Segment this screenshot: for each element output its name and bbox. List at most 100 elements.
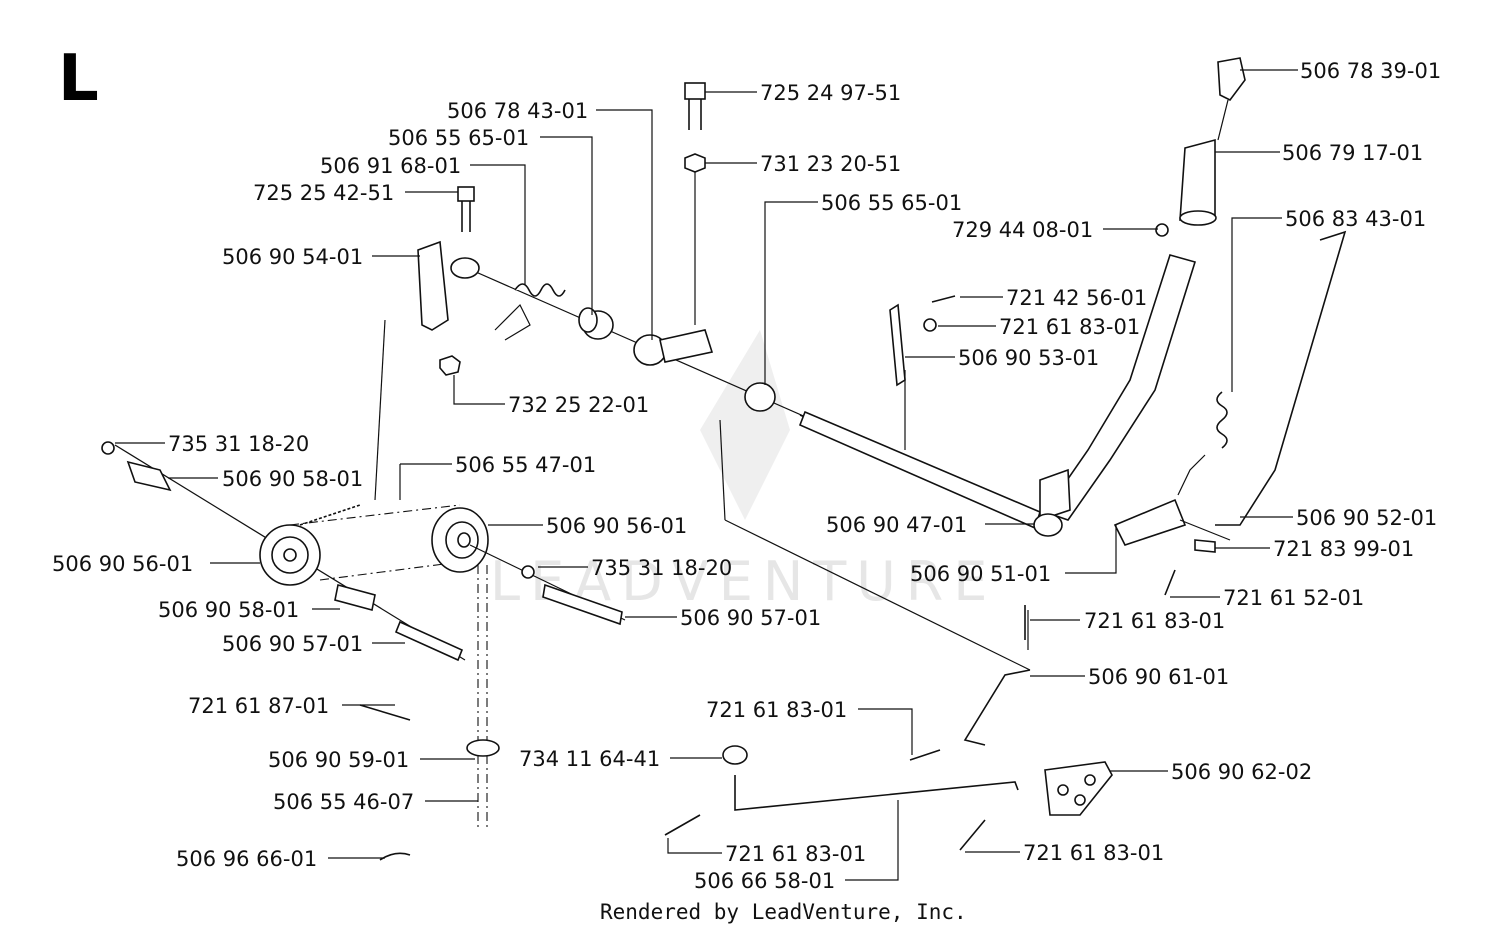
- plate-part: [889, 303, 906, 387]
- part-label: 725 25 42-51: [253, 181, 394, 205]
- footer-credit: Rendered by LeadVenture, Inc.: [600, 900, 967, 924]
- pulley-hub-part: [283, 548, 297, 562]
- extension-spring-part: [1216, 391, 1228, 449]
- spacer-part: [126, 460, 172, 492]
- clevis-pin-part: [1194, 539, 1216, 553]
- collar-part: [466, 739, 500, 757]
- part-label: 721 61 52-01: [1223, 586, 1364, 610]
- leader-line: [858, 708, 913, 755]
- leader-line: [667, 838, 722, 854]
- washer-part: [722, 745, 748, 765]
- grip-end-part: [1179, 210, 1217, 226]
- part-label: 721 61 83-01: [1084, 609, 1225, 633]
- pulley-hub-part: [457, 532, 471, 548]
- leader-line: [845, 800, 899, 881]
- cotter-pin-part: [664, 814, 701, 836]
- link-axis-line: [719, 419, 726, 521]
- mount-plate-part: [1044, 761, 1113, 816]
- belt-part: [289, 504, 476, 581]
- part-label: 734 11 64-41: [519, 747, 660, 771]
- cotter-pin-part: [909, 749, 941, 761]
- screw-part: [1155, 223, 1169, 237]
- control-rod-part: [1215, 230, 1347, 526]
- part-label: 506 90 57-01: [680, 606, 821, 630]
- part-label: 506 90 47-01: [826, 513, 967, 537]
- part-label: 506 78 43-01: [447, 99, 588, 123]
- part-label: 721 61 83-01: [706, 698, 847, 722]
- link-bracket-part: [1113, 498, 1187, 546]
- part-drawings: [101, 57, 1347, 861]
- part-label: 506 55 65-01: [388, 126, 529, 150]
- part-label: 721 42 56-01: [1006, 286, 1147, 310]
- part-label: 506 90 57-01: [222, 632, 363, 656]
- part-label: 506 90 56-01: [546, 514, 687, 538]
- arm-part: [659, 329, 714, 363]
- retainer-part: [521, 565, 535, 579]
- part-label: 725 24 97-51: [760, 81, 901, 105]
- part-label: 506 55 46-07: [273, 790, 414, 814]
- part-label: 506 90 61-01: [1088, 665, 1229, 689]
- part-label: 506 90 54-01: [222, 245, 363, 269]
- part-label: 732 25 22-01: [508, 393, 649, 417]
- link-axis-line: [1179, 519, 1231, 541]
- part-labels: 506 78 39-01 725 24 97-51 506 78 43-01 5…: [52, 59, 1441, 893]
- nut-part: [439, 355, 461, 376]
- spring-hook-line: [1177, 454, 1206, 496]
- cotter-pin-part: [1164, 569, 1176, 596]
- part-label: 506 66 58-01: [694, 869, 835, 893]
- part-label: 731 23 20-51: [760, 152, 901, 176]
- part-label: 506 90 56-01: [52, 552, 193, 576]
- axle-pin-part: [542, 583, 623, 626]
- clip-part: [923, 318, 937, 332]
- part-label: 721 61 83-01: [1023, 841, 1164, 865]
- leader-line: [470, 164, 526, 285]
- link-axis-line: [724, 519, 1031, 671]
- cross-shaft-body: [798, 410, 1041, 530]
- part-label: 721 61 87-01: [188, 694, 329, 718]
- axle-pin-part: [394, 620, 464, 662]
- knob-part: [1217, 57, 1246, 102]
- torsion-spring-part: [514, 283, 566, 297]
- retainer-clip-part: [379, 852, 411, 861]
- spacer-part: [334, 584, 376, 611]
- part-label: 721 83 99-01: [1273, 537, 1414, 561]
- bolt-head-part: [457, 186, 475, 202]
- part-label: 506 79 17-01: [1282, 141, 1423, 165]
- part-label: 506 96 66-01: [176, 847, 317, 871]
- part-label: 506 55 47-01: [455, 453, 596, 477]
- bushing-face-part: [578, 307, 598, 333]
- spring-leg-part: [494, 303, 531, 341]
- handle-grip-part: [1179, 138, 1216, 221]
- long-rod-part: [734, 775, 1019, 811]
- bolt-head-part: [684, 82, 706, 100]
- nut-part: [684, 153, 706, 173]
- bracket-part: [417, 240, 449, 331]
- knob-axis-line: [1217, 99, 1229, 141]
- plate-hole: [1084, 774, 1096, 786]
- leader-line: [540, 136, 593, 315]
- part-label: 735 31 18-20: [591, 556, 732, 580]
- lever-plate-part: [1039, 468, 1071, 522]
- section-letter: L: [58, 42, 99, 116]
- part-label: 506 91 68-01: [320, 154, 461, 178]
- leader-line: [764, 201, 818, 385]
- pin-part: [931, 295, 956, 303]
- part-label: 729 44 08-01: [952, 218, 1093, 242]
- leader-line: [453, 375, 505, 405]
- part-label: 506 90 58-01: [158, 598, 299, 622]
- part-label: 506 83 43-01: [1285, 207, 1426, 231]
- rod-part: [963, 669, 1031, 746]
- cotter-pin-part: [359, 704, 411, 721]
- leader-axis-line: [374, 319, 386, 501]
- part-label: 506 90 58-01: [222, 467, 363, 491]
- cotter-pin-part: [959, 819, 986, 851]
- leader-line: [1065, 525, 1117, 574]
- plate-hole: [1057, 784, 1069, 796]
- part-label: 506 90 53-01: [958, 346, 1099, 370]
- leader-lines: [115, 69, 1298, 881]
- plate-hole: [1074, 794, 1086, 806]
- part-label: 735 31 18-20: [168, 432, 309, 456]
- pedal-lever-part: [1043, 254, 1197, 521]
- part-label: 506 90 51-01: [910, 562, 1051, 586]
